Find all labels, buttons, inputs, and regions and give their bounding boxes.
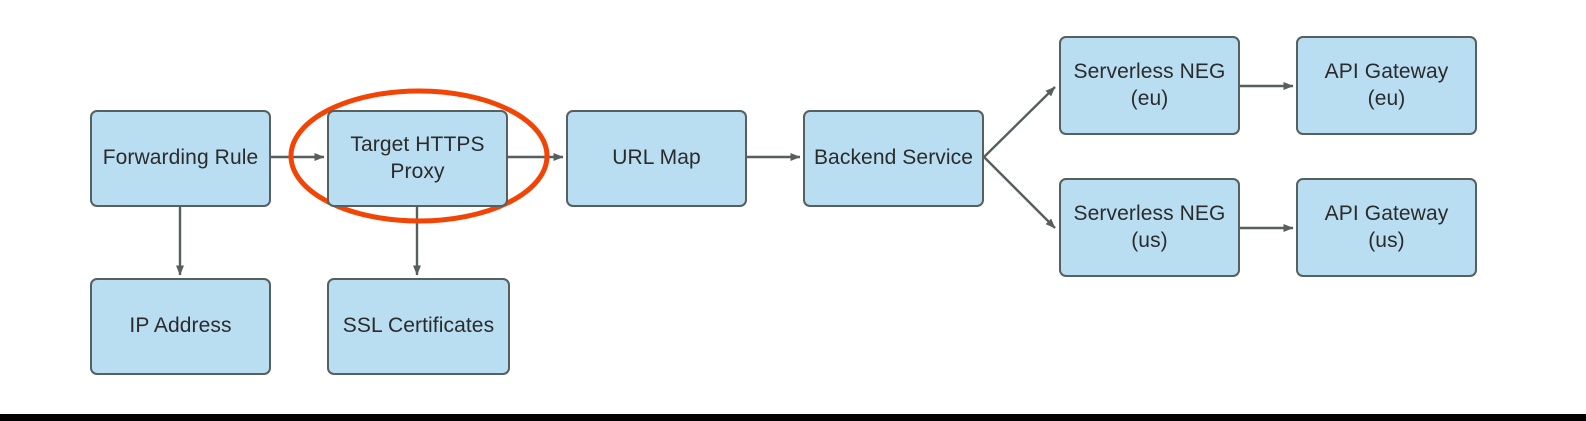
node-forwarding-rule-label: Forwarding Rule xyxy=(102,146,259,170)
node-target-https-proxy[interactable]: Target HTTPS Proxy xyxy=(327,110,508,207)
node-api-gateway-eu[interactable]: API Gateway (eu) xyxy=(1296,36,1477,135)
node-serverless-neg-us-label: Serverless NEG (us) xyxy=(1073,201,1226,252)
node-api-gateway-us-label: API Gateway (us) xyxy=(1324,201,1449,252)
node-backend-service[interactable]: Backend Service xyxy=(803,110,984,207)
node-ip-address[interactable]: IP Address xyxy=(90,278,271,375)
highlight-ellipse-target-https-proxy xyxy=(288,88,550,224)
node-ssl-certificates[interactable]: SSL Certificates xyxy=(327,278,510,375)
node-forwarding-rule[interactable]: Forwarding Rule xyxy=(90,110,271,207)
node-ssl-certificates-label: SSL Certificates xyxy=(342,314,495,338)
node-serverless-neg-us[interactable]: Serverless NEG (us) xyxy=(1059,178,1240,277)
node-target-https-proxy-label: Target HTTPS Proxy xyxy=(350,132,485,183)
edge-backend-service-to-serverless-neg-eu xyxy=(983,86,1056,158)
node-serverless-neg-eu-label: Serverless NEG (eu) xyxy=(1073,59,1226,110)
node-api-gateway-us[interactable]: API Gateway (us) xyxy=(1296,178,1477,277)
edge-backend-service-to-serverless-neg-us xyxy=(983,156,1056,229)
node-api-gateway-eu-label: API Gateway (eu) xyxy=(1324,59,1449,110)
node-backend-service-label: Backend Service xyxy=(813,146,974,170)
node-ip-address-label: IP Address xyxy=(129,314,232,338)
node-url-map-label: URL Map xyxy=(612,146,701,170)
node-url-map[interactable]: URL Map xyxy=(566,110,747,207)
footer-bar xyxy=(0,414,1586,421)
node-serverless-neg-eu[interactable]: Serverless NEG (eu) xyxy=(1059,36,1240,135)
